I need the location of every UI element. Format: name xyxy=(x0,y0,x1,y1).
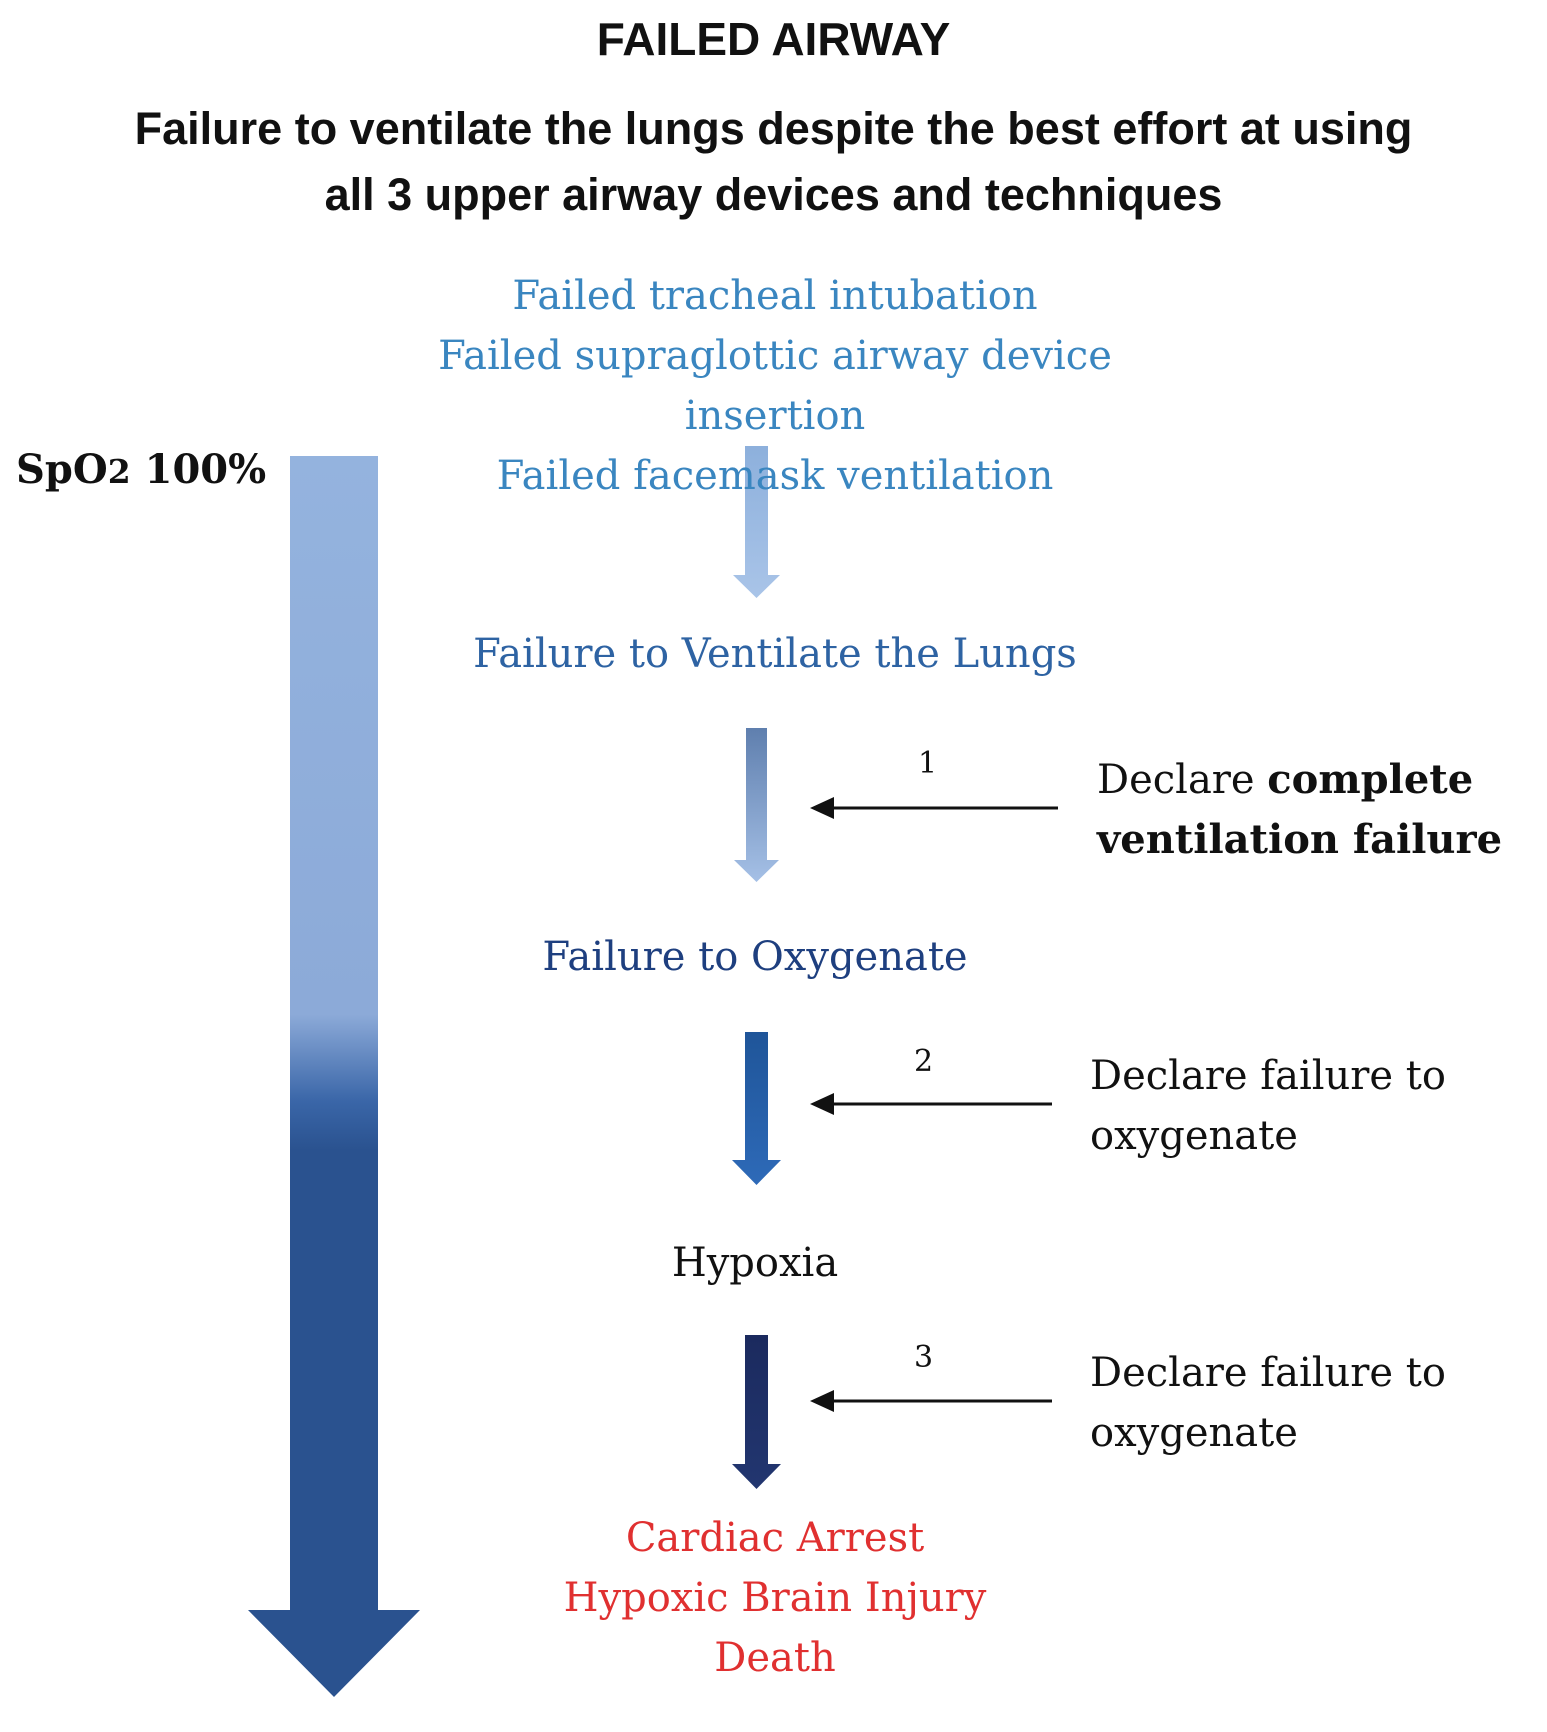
left-arrow-icon xyxy=(810,1093,1052,1115)
failures-list: Failed tracheal intubation Failed suprag… xyxy=(350,266,1200,506)
declaration-text: oxygenate xyxy=(1090,1113,1298,1159)
stage-failure-oxygenate: Failure to Oxygenate xyxy=(542,934,968,980)
outcome-item: Cardiac Arrest xyxy=(625,1515,925,1561)
declaration-text: Declare failure to xyxy=(1090,1053,1446,1099)
large-down-arrow-icon xyxy=(248,456,420,1697)
declaration-emphasis: ventilation failure xyxy=(1097,816,1503,863)
declaration-3: Declare failure to oxygenate xyxy=(1090,1343,1446,1463)
spo2-label: SpO2 100% xyxy=(16,446,266,493)
subtitle-line: all 3 upper airway devices and technique… xyxy=(324,169,1223,220)
stage-failure-ventilate: Failure to Ventilate the Lungs xyxy=(473,631,1077,677)
left-arrow-icon xyxy=(810,1390,1052,1412)
down-arrow-icon xyxy=(734,728,779,882)
step-number: 2 xyxy=(914,1044,934,1079)
declaration-text: Declare xyxy=(1097,757,1268,803)
declaration-text: oxygenate xyxy=(1090,1410,1298,1456)
declaration-2: Declare failure to oxygenate xyxy=(1090,1046,1446,1166)
failure-item: Failed facemask ventilation xyxy=(496,453,1054,499)
failure-item: Failed supraglottic airway device insert… xyxy=(438,333,1112,439)
down-arrow-icon xyxy=(732,1032,781,1185)
down-arrow-icon xyxy=(733,446,780,598)
page-title: FAILED AIRWAY xyxy=(596,13,951,65)
stage-hypoxia: Hypoxia xyxy=(671,1240,839,1286)
outcomes-list: Cardiac Arrest Hypoxic Brain Injury Deat… xyxy=(350,1508,1200,1688)
left-arrow-icon xyxy=(810,797,1058,819)
step-number: 3 xyxy=(914,1340,934,1375)
outcome-item: Death xyxy=(714,1635,836,1681)
subtitle-line: Failure to ventilate the lungs despite t… xyxy=(134,103,1413,154)
spo2-prefix: SpO xyxy=(16,446,108,493)
declaration-1: Declare complete ventilation failure xyxy=(1097,750,1502,870)
declaration-text: Declare failure to xyxy=(1090,1350,1446,1396)
outcome-item: Hypoxic Brain Injury xyxy=(563,1575,987,1621)
spo2-value: 100% xyxy=(144,446,267,493)
failure-item: Failed tracheal intubation xyxy=(512,273,1038,319)
declaration-emphasis: complete xyxy=(1267,756,1474,803)
subtitle: Failure to ventilate the lungs despite t… xyxy=(0,96,1547,228)
spo2-subscript: 2 xyxy=(107,452,131,491)
down-arrow-icon xyxy=(732,1335,781,1489)
step-number: 1 xyxy=(918,746,938,781)
